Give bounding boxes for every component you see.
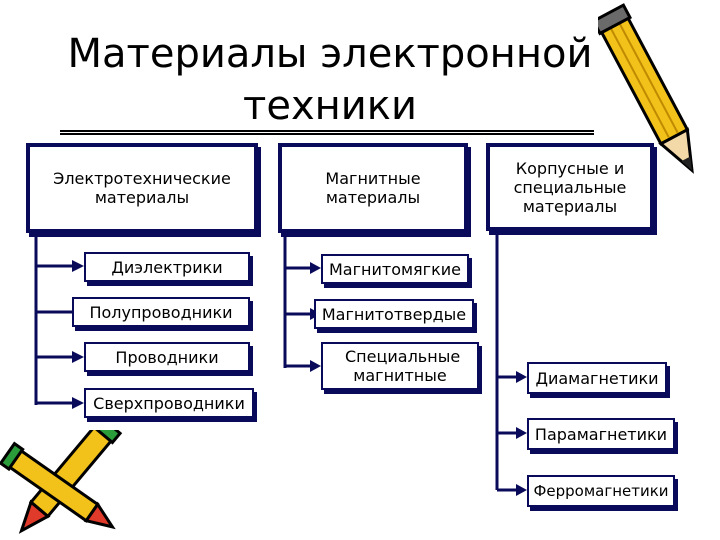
item-ferromagnetics: Ферромагнетики (527, 475, 675, 507)
page-title: Материалы электронной техники (67, 31, 593, 129)
item-hard-magnetic: Магнитотвердые (314, 299, 474, 329)
item-dielectrics: Диэлектрики (84, 252, 250, 282)
item-special-magnetic: Специальные магнитные (321, 342, 479, 390)
pencil-icon-bottom-left (0, 430, 123, 534)
title-underline (60, 130, 594, 135)
item-soft-magnetic: Магнитомягкие (321, 254, 469, 284)
item-diamagnetics: Диамагнетики (527, 362, 667, 394)
category-magnetic: Магнитные материалы (278, 143, 468, 233)
category-housing-special: Корпусные и специальные материалы (486, 143, 654, 231)
item-conductors: Проводники (84, 342, 250, 372)
item-paramagnetics: Парамагнетики (527, 418, 675, 450)
item-superconductors: Сверхпроводники (84, 388, 254, 418)
pencil-icon-top-right (598, 3, 694, 174)
item-semiconductors: Полупроводники (72, 297, 250, 327)
category-electrotechnical: Электротехнические материалы (26, 143, 258, 233)
